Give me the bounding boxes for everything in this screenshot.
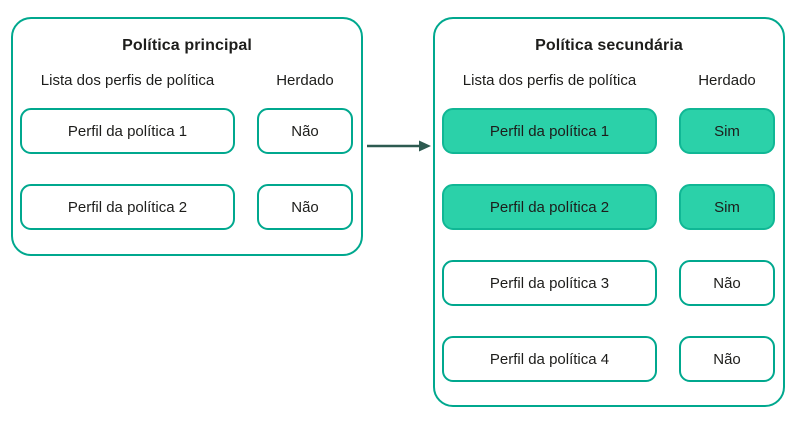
policy-profile-row: Perfil da política 1 Sim (442, 108, 775, 154)
panel-title: Política secundária (535, 37, 683, 54)
policy-profile-row: Perfil da política 2 Não (20, 184, 353, 230)
inherited-header: Herdado (276, 72, 334, 89)
policy-profile-row: Perfil da política 2 Sim (442, 184, 775, 230)
policy-profile-box: Perfil da política 2 (20, 184, 235, 230)
panel-secondary-policy: Política secundária Lista dos perfis de … (433, 17, 785, 407)
policy-profile-row: Perfil da política 1 Não (20, 108, 353, 154)
column-headers: Lista dos perfis de política Herdado (442, 71, 775, 91)
inherited-status-box: Sim (679, 108, 775, 154)
inherited-status-box: Não (257, 184, 353, 230)
policy-profile-box: Perfil da política 3 (442, 260, 657, 306)
policy-profile-row: Perfil da política 3 Não (442, 260, 775, 306)
profiles-list-header: Lista dos perfis de política (462, 72, 637, 89)
column-headers: Lista dos perfis de política Herdado (20, 71, 353, 91)
policy-profile-box: Perfil da política 2 (442, 184, 657, 230)
policy-profile-row: Perfil da política 4 Não (442, 336, 775, 382)
policy-profile-box: Perfil da política 1 (442, 108, 657, 154)
inherited-status-box: Sim (679, 184, 775, 230)
profiles-list-header: Lista dos perfis de política (40, 72, 215, 89)
inherited-status-box: Não (679, 336, 775, 382)
inherited-header: Herdado (698, 72, 756, 89)
policy-profile-box: Perfil da política 4 (442, 336, 657, 382)
policy-profile-box: Perfil da política 1 (20, 108, 235, 154)
inherited-status-box: Não (257, 108, 353, 154)
inherited-status-box: Não (679, 260, 775, 306)
panel-primary-policy: Política principal Lista dos perfis de p… (11, 17, 363, 256)
inheritance-arrow-icon (366, 136, 434, 156)
panel-title: Política principal (122, 37, 252, 54)
